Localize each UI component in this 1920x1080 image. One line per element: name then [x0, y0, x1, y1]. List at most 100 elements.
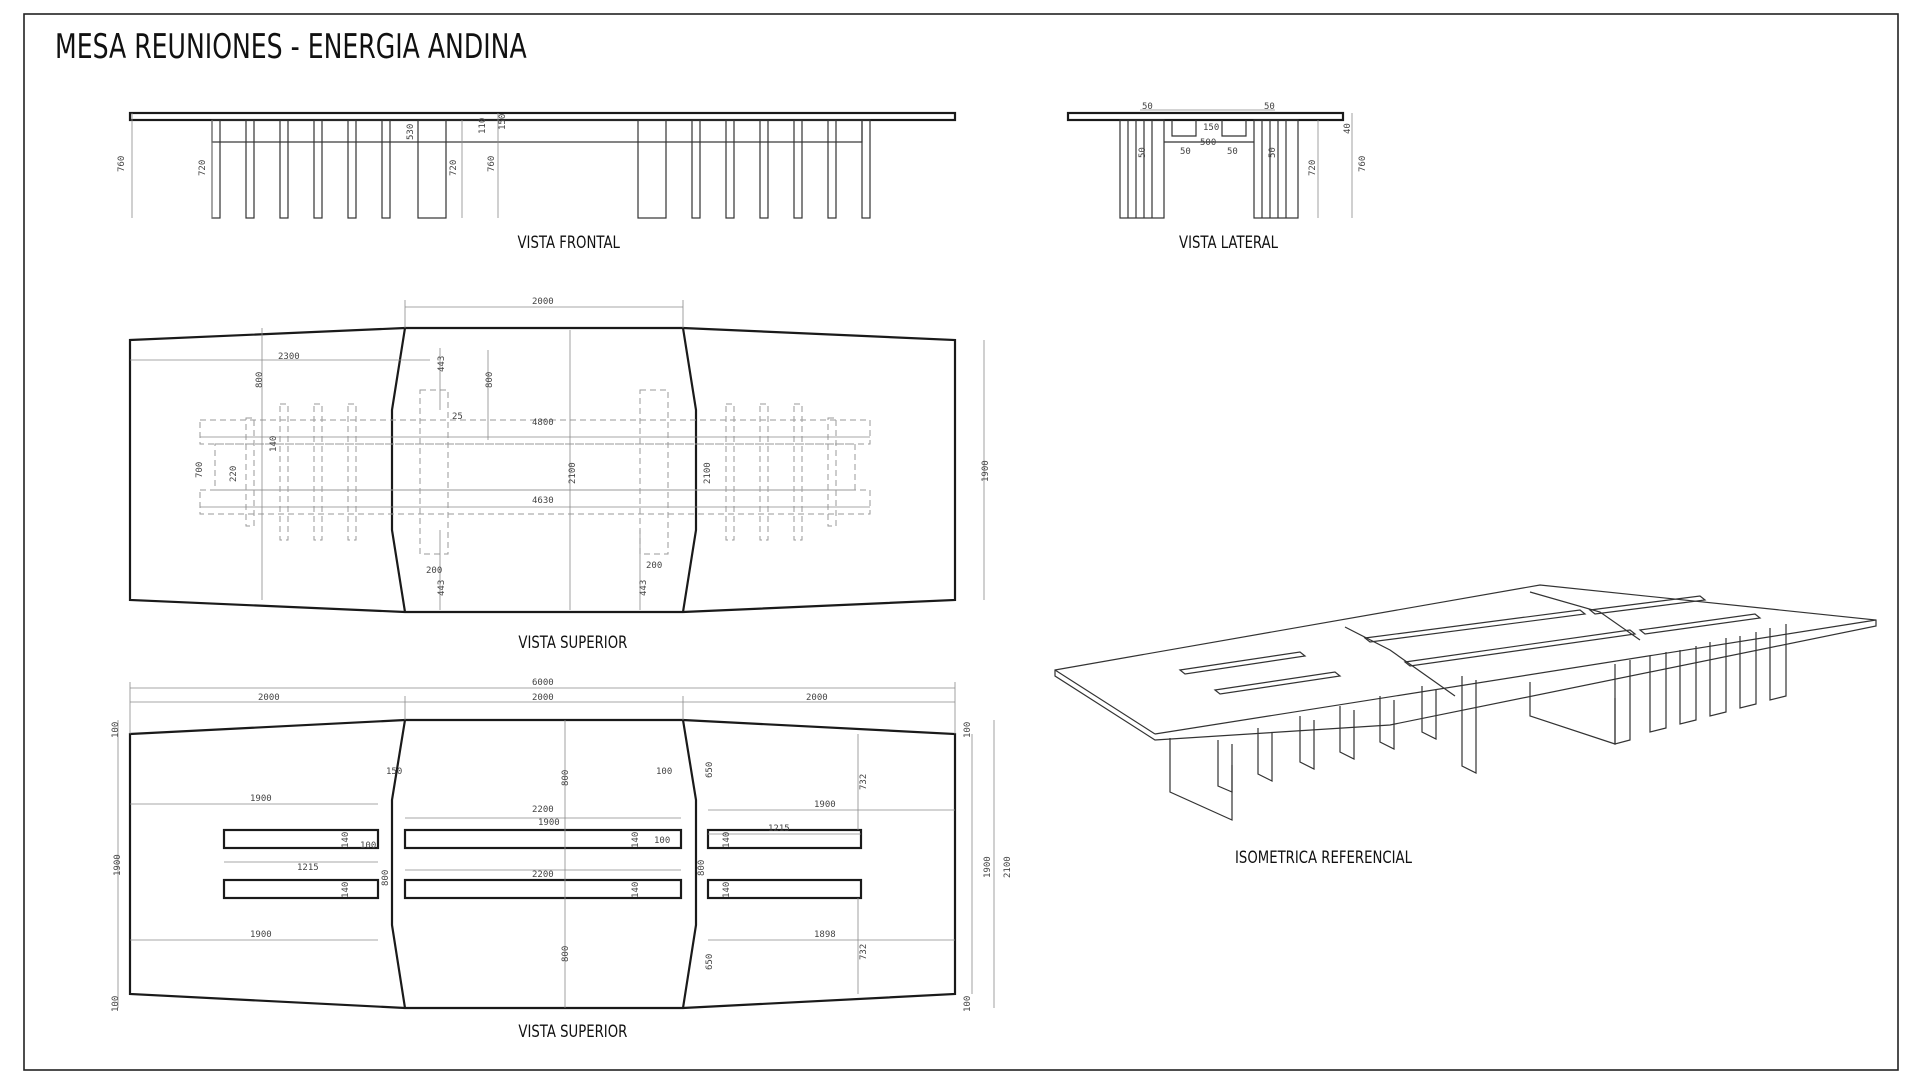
iso-leg	[1679, 646, 1697, 725]
dim-100: 100	[111, 722, 121, 738]
front-leg	[211, 119, 221, 219]
side-tabletop	[1066, 111, 1345, 122]
hidden-legs	[245, 389, 837, 555]
dim-150: 150	[498, 114, 508, 130]
hidden-leg	[245, 417, 255, 527]
front-center-panel	[637, 119, 667, 219]
hidden-leg	[279, 403, 289, 541]
iso-slot	[1363, 609, 1587, 643]
dim-1900: 1900	[981, 460, 991, 482]
dim-4800: 4800	[532, 418, 554, 428]
iso-leg	[1217, 740, 1233, 793]
dim-1900: 1900	[250, 794, 272, 804]
hidden-frame-outline	[214, 443, 856, 491]
side-legs	[1119, 119, 1299, 219]
dim-100: 100	[963, 722, 973, 738]
label-vista-frontal: VISTA FRONTAL	[518, 232, 621, 252]
top-view-dimensions: 6000 2000 2000 2000 100 100 1900 150 800…	[111, 678, 1013, 1041]
dim-2000: 2000	[532, 693, 554, 703]
dim-800: 800	[485, 372, 495, 388]
dim-800: 800	[697, 860, 707, 876]
hidden-frame-rail	[199, 419, 871, 445]
front-tabletop	[128, 111, 957, 122]
dim-530: 530	[406, 124, 416, 140]
dim-443: 443	[639, 580, 649, 596]
dim-110: 110	[478, 118, 488, 134]
front-legs	[211, 119, 871, 219]
dim-50: 50	[1180, 147, 1191, 157]
dim-1898: 1898	[814, 930, 836, 940]
cable-slot	[706, 828, 863, 850]
dim-6000: 6000	[532, 678, 554, 688]
hidden-leg	[347, 403, 357, 541]
side-view: 50 50 150 500 50 50 50 50 40 720 760 VIS…	[1066, 102, 1368, 252]
dim-2300: 2300	[278, 352, 300, 362]
dim-140: 140	[341, 832, 351, 848]
iso-legs-left	[1169, 676, 1477, 821]
dim-140: 140	[722, 882, 732, 898]
front-leg	[725, 119, 735, 219]
dim-140: 140	[631, 882, 641, 898]
cable-slot	[222, 828, 380, 850]
dim-720: 720	[449, 160, 459, 176]
side-rail	[1171, 120, 1247, 137]
iso-center-panel	[1169, 738, 1233, 821]
dim-4630: 4630	[532, 496, 554, 506]
hidden-leg	[725, 403, 735, 541]
iso-leg	[1614, 660, 1631, 745]
label-vista-lateral: VISTA LATERAL	[1179, 232, 1278, 252]
dim-1900: 1900	[250, 930, 272, 940]
hidden-leg	[827, 417, 837, 527]
iso-legs-right	[1529, 624, 1787, 745]
front-leg	[861, 119, 871, 219]
dim-140: 140	[341, 882, 351, 898]
dim-50: 50	[1138, 147, 1148, 158]
dim-50: 50	[1227, 147, 1238, 157]
dim-25: 25	[452, 412, 463, 422]
dim-2000: 2000	[806, 693, 828, 703]
dim-140: 140	[722, 832, 732, 848]
front-leg	[381, 119, 391, 219]
iso-leg	[1709, 638, 1727, 717]
label-vista-superior: VISTA SUPERIOR	[518, 1021, 627, 1041]
iso-slot	[1638, 613, 1762, 635]
dim-100: 100	[360, 841, 376, 851]
front-center-panel	[417, 119, 447, 219]
front-leg	[691, 119, 701, 219]
dim-1900: 1900	[113, 854, 123, 876]
dim-650: 650	[705, 954, 715, 970]
dim-732: 732	[859, 944, 869, 960]
dim-2200: 2200	[532, 805, 554, 815]
dim-720: 720	[198, 160, 208, 176]
cable-slot	[706, 878, 863, 900]
dim-760: 760	[487, 156, 497, 172]
iso-center-panel	[1529, 682, 1616, 745]
front-leg	[827, 119, 837, 219]
dim-760: 760	[117, 156, 127, 172]
top-view-structure: 2000 2300 443 800 800 25 4800 140 700 22…	[128, 297, 991, 652]
dim-500: 500	[1200, 138, 1216, 148]
label-vista-superior: VISTA SUPERIOR	[518, 632, 627, 652]
iso-leg	[1257, 728, 1273, 782]
dim-800: 800	[561, 770, 571, 786]
dim-2100: 2100	[1003, 856, 1013, 878]
cable-slot	[403, 878, 683, 900]
iso-leg	[1339, 706, 1355, 760]
dim-700: 700	[195, 462, 205, 478]
dim-100: 100	[656, 767, 672, 777]
dim-650: 650	[705, 762, 715, 778]
iso-leg	[1461, 676, 1477, 774]
isometric-view: ISOMETRICA REFERENCIAL	[1054, 584, 1877, 867]
front-leg	[759, 119, 769, 219]
dim-150: 150	[1203, 123, 1219, 133]
dim-1215: 1215	[297, 863, 319, 873]
dim-2100: 2100	[568, 462, 578, 484]
dim-200: 200	[426, 566, 442, 576]
dim-800: 800	[255, 372, 265, 388]
dim-443: 443	[437, 356, 447, 372]
iso-joint	[1344, 626, 1456, 697]
iso-slot	[1178, 651, 1307, 675]
tabletop-joint-left	[390, 327, 407, 613]
dim-443: 443	[437, 580, 447, 596]
hidden-leg	[313, 403, 323, 541]
